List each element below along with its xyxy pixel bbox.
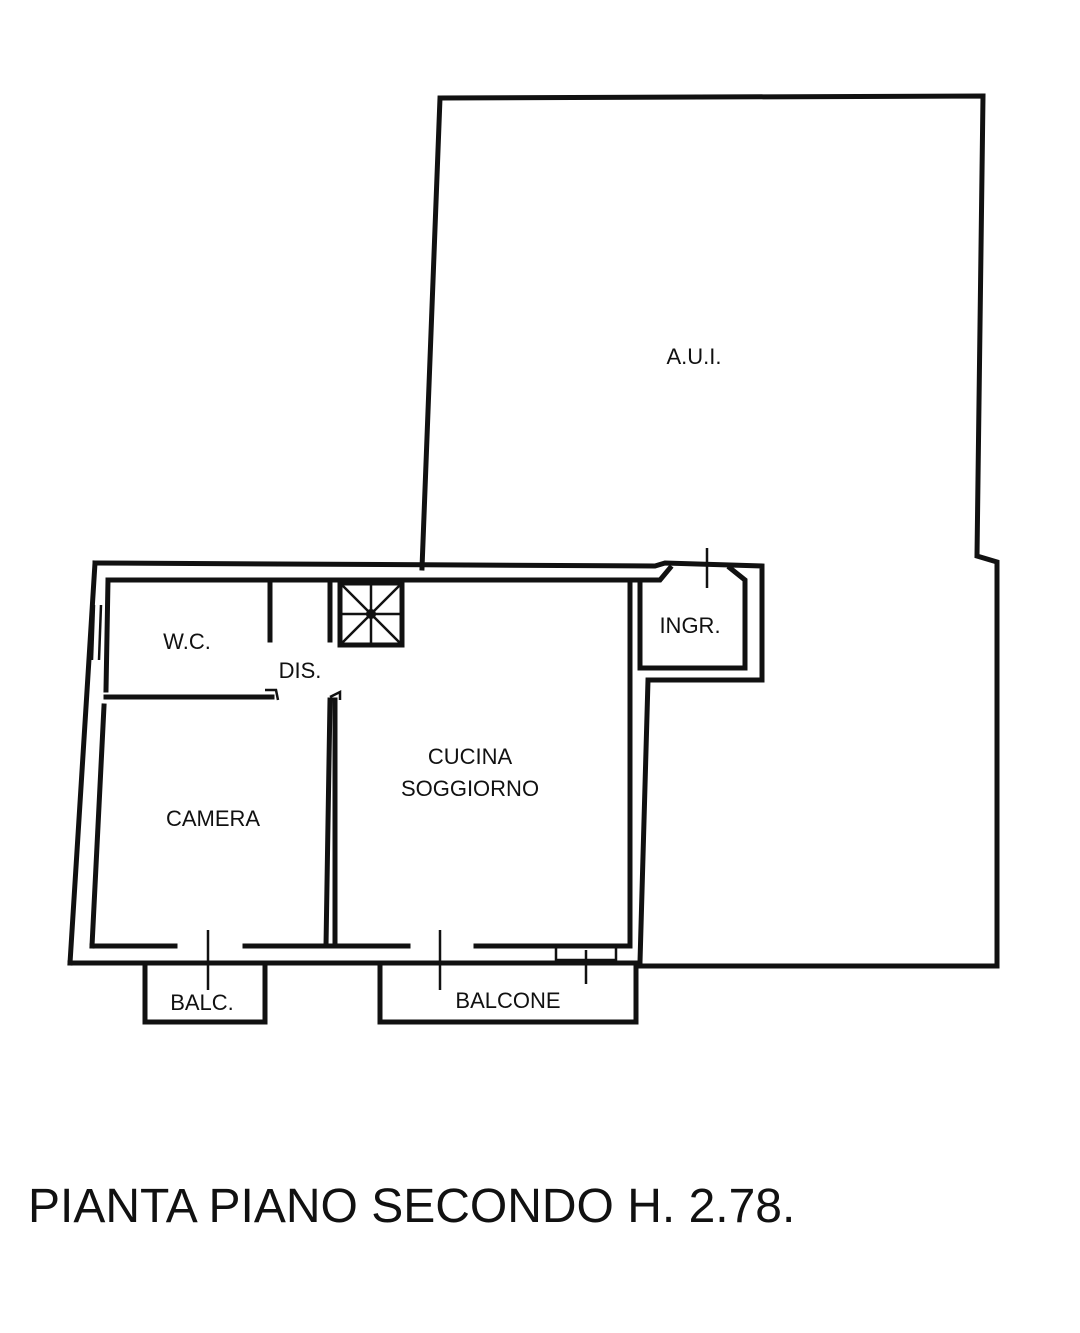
stair-icon bbox=[337, 580, 405, 648]
left-window bbox=[90, 604, 103, 661]
plan-title: PIANTA PIANO SECONDO H. 2.78. bbox=[28, 1180, 795, 1233]
wc-label: W.C. bbox=[163, 629, 211, 654]
aui-label: A.U.I. bbox=[666, 344, 721, 369]
door-markers bbox=[206, 548, 709, 990]
ingr-label: INGR. bbox=[659, 613, 720, 638]
apartment-outer-walls bbox=[67, 560, 765, 966]
balcone-label: BALCONE bbox=[455, 988, 560, 1013]
dis-label: DIS. bbox=[279, 658, 322, 683]
aui-outline bbox=[419, 93, 1000, 969]
soggiorno-label: SOGGIORNO bbox=[401, 776, 539, 801]
cucina-label: CUCINA bbox=[428, 744, 513, 769]
balc-label: BALC. bbox=[170, 990, 234, 1015]
camera-label: CAMERA bbox=[166, 806, 260, 831]
balconies bbox=[142, 963, 639, 1025]
